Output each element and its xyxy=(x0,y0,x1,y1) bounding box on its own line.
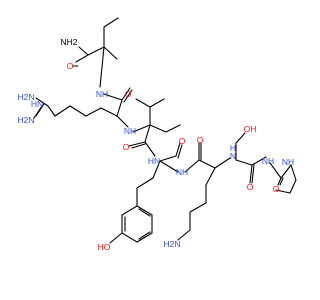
isoleucine-amide-fragment xyxy=(72,17,119,88)
atom-nh-ser: NH xyxy=(262,156,274,166)
atom-o-val: O xyxy=(123,142,130,152)
tyrosine-fragment xyxy=(109,142,183,244)
atom-labels: NH2 O NH O HN H2N H2N NH O HN O NH O N H… xyxy=(17,37,294,252)
valine-fragment xyxy=(128,98,181,157)
lysine-fragment xyxy=(177,142,231,241)
atom-h2n-guanidine-b: H2N xyxy=(17,92,34,102)
atom-o-pro: O xyxy=(273,184,280,194)
atom-n-lys: N xyxy=(230,151,236,161)
atom-nh-ile: NH xyxy=(96,89,108,99)
atom-nh-arg: NH xyxy=(124,126,136,136)
atom-nh2-terminal: NH2 xyxy=(60,37,77,47)
atom-ho-tyr: HO xyxy=(98,242,111,252)
atom-h2n-lys: H2N xyxy=(163,239,180,249)
serine-fragment xyxy=(235,132,267,184)
structure-canvas: NH2 O NH O HN H2N H2N NH O HN O NH O N H… xyxy=(17,17,297,252)
proline-fragment xyxy=(269,162,297,194)
atom-hn-guanidine: HN xyxy=(31,99,43,109)
atom-h2n-guanidine-a: H2N xyxy=(17,115,34,125)
atom-o-arg: O xyxy=(125,89,132,99)
atom-oh-ser: OH xyxy=(244,124,257,134)
atom-nh-tyr: NH xyxy=(176,167,188,177)
atom-o-ser: O xyxy=(247,182,254,192)
peptide-structure-diagram: NH2 O NH O HN H2N H2N NH O HN O NH O N H… xyxy=(17,17,297,252)
atom-nh-pro: NH xyxy=(282,157,294,167)
arginine-fragment xyxy=(33,87,133,128)
atom-o-tyr: O xyxy=(179,136,186,146)
atom-hn-val: HN xyxy=(148,156,160,166)
atom-o-lys: O xyxy=(197,135,204,145)
atom-o-terminal: O xyxy=(67,61,74,71)
atom-h-lys: H xyxy=(230,143,236,153)
